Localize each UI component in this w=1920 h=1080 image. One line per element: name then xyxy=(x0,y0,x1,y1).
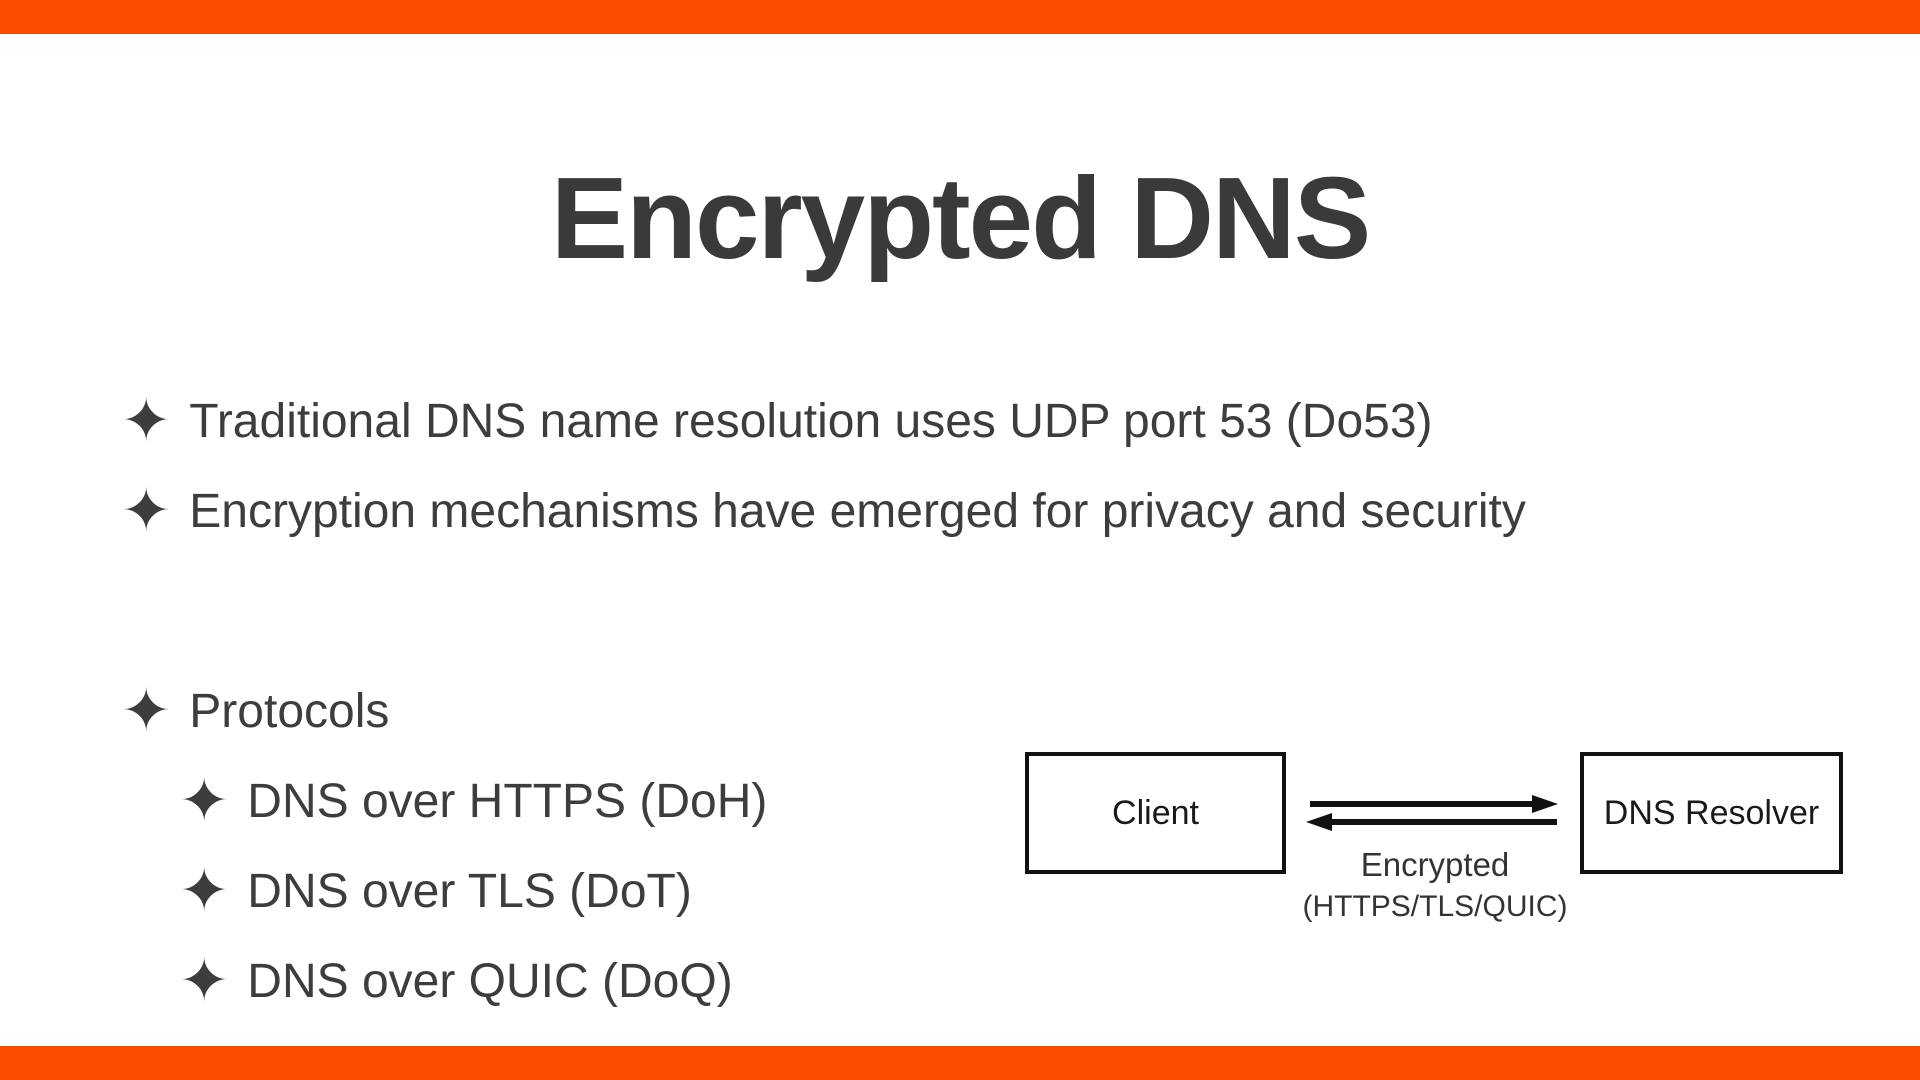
arrow-caption-line2: (HTTPS/TLS/QUIC) xyxy=(1302,889,1568,923)
bullet-text: DNS over HTTPS (DoH) xyxy=(247,774,768,828)
list-item: ✦ Encryption mechanisms have emerged for… xyxy=(121,466,1526,556)
star-bullet-icon: ✦ xyxy=(121,476,172,546)
bullet-text: Traditional DNS name resolution uses UDP… xyxy=(189,394,1433,448)
top-accent-bar xyxy=(0,0,1920,34)
arrow-caption-line1: Encrypted xyxy=(1360,846,1510,883)
list-item: ✦ DNS over HTTPS (DoH) xyxy=(179,756,1526,846)
dns-resolver-box: DNS Resolver xyxy=(1580,752,1843,874)
list-item: ✦ Traditional DNS name resolution uses U… xyxy=(121,376,1526,466)
star-bullet-icon: ✦ xyxy=(121,386,172,456)
bullet-text: DNS over QUIC (DoQ) xyxy=(247,954,733,1008)
arrow-caption: Encrypted (HTTPS/TLS/QUIC) xyxy=(1295,843,1575,926)
star-bullet-icon: ✦ xyxy=(121,676,172,746)
bidirectional-arrows-icon xyxy=(1306,795,1558,831)
dns-resolver-box-label: DNS Resolver xyxy=(1603,793,1820,832)
star-bullet-icon: ✦ xyxy=(179,856,230,926)
list-item: ✦ DNS over QUIC (DoQ) xyxy=(179,936,1526,1026)
page-title: Encrypted DNS xyxy=(550,153,1371,283)
star-bullet-icon: ✦ xyxy=(179,766,230,836)
bullet-text: DNS over TLS (DoT) xyxy=(247,864,692,918)
star-bullet-icon: ✦ xyxy=(179,946,230,1016)
list-item: ✦ Protocols xyxy=(121,666,1526,756)
left-arrowhead-icon xyxy=(1306,813,1332,831)
bullet-text: Protocols xyxy=(189,684,390,738)
list-item: ✦ DNS over TLS (DoT) xyxy=(179,846,1526,936)
bullet-text: Encryption mechanisms have emerged for p… xyxy=(189,484,1526,538)
right-arrowhead-icon xyxy=(1532,795,1558,813)
bullet-list: ✦ Traditional DNS name resolution uses U… xyxy=(121,376,1526,1026)
client-box: Client xyxy=(1025,752,1286,874)
client-box-label: Client xyxy=(1112,793,1199,832)
bottom-accent-bar xyxy=(0,1046,1920,1080)
